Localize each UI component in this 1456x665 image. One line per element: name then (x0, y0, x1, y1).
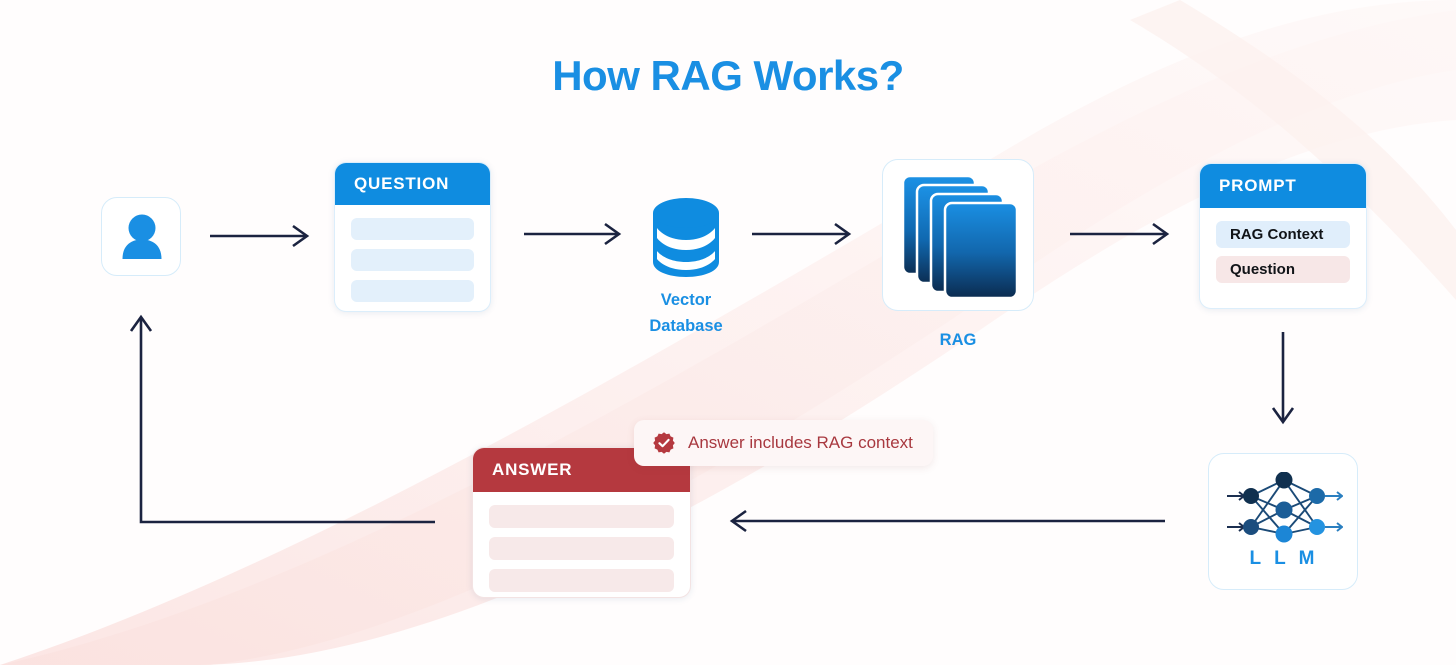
answer-card-body (473, 492, 690, 597)
rag-context-badge-text: Answer includes RAG context (688, 433, 913, 452)
stacked-documents-icon (901, 174, 1019, 300)
prompt-row-rag-context: RAG Context (1216, 221, 1350, 248)
question-card[interactable]: QUESTION (334, 162, 491, 312)
question-placeholder-bar (351, 280, 474, 302)
answer-placeholder-bar (489, 505, 674, 528)
prompt-card-body: RAG Context Question (1200, 208, 1366, 297)
answer-card-header: ANSWER (473, 448, 690, 492)
question-placeholder-bar (351, 218, 474, 240)
vector-database-label: Vector Database (600, 287, 772, 339)
vector-database-node[interactable] (651, 196, 721, 284)
rag-context-badge: Answer includes RAG context (634, 420, 933, 466)
user-person-icon (122, 214, 162, 259)
arrow-answer-to-user-feedback-loop (129, 314, 435, 524)
rag-node[interactable] (882, 159, 1034, 311)
llm-node[interactable]: L L M (1208, 453, 1358, 590)
vector-database-label-line2: Database (649, 317, 723, 335)
llm-label: L L M (1249, 548, 1319, 569)
arrow-llm-to-answer (729, 509, 1165, 533)
answer-placeholder-bar (489, 569, 674, 592)
verified-seal-icon (653, 432, 675, 454)
arrow-rag-to-prompt (1070, 222, 1170, 246)
user-node[interactable] (101, 197, 181, 276)
prompt-card-header: PROMPT (1200, 164, 1366, 208)
rag-label: RAG (939, 331, 977, 349)
page-title: How RAG Works? (552, 52, 904, 99)
answer-card[interactable]: ANSWER (472, 447, 691, 598)
answer-placeholder-bar (489, 537, 674, 560)
arrow-question-to-vector-database (524, 222, 622, 246)
arrow-vector-database-to-rag (752, 222, 852, 246)
prompt-card[interactable]: PROMPT RAG Context Question (1199, 163, 1367, 309)
question-card-body (335, 205, 490, 311)
question-placeholder-bar (351, 249, 474, 271)
question-card-header: QUESTION (335, 163, 490, 205)
prompt-row-question: Question (1216, 256, 1350, 283)
database-cylinder-icon (653, 198, 719, 277)
neural-network-icon (1227, 472, 1343, 543)
vector-database-label-line1: Vector (660, 291, 712, 309)
arrow-user-to-question (210, 224, 310, 248)
arrow-prompt-to-llm (1271, 332, 1295, 425)
